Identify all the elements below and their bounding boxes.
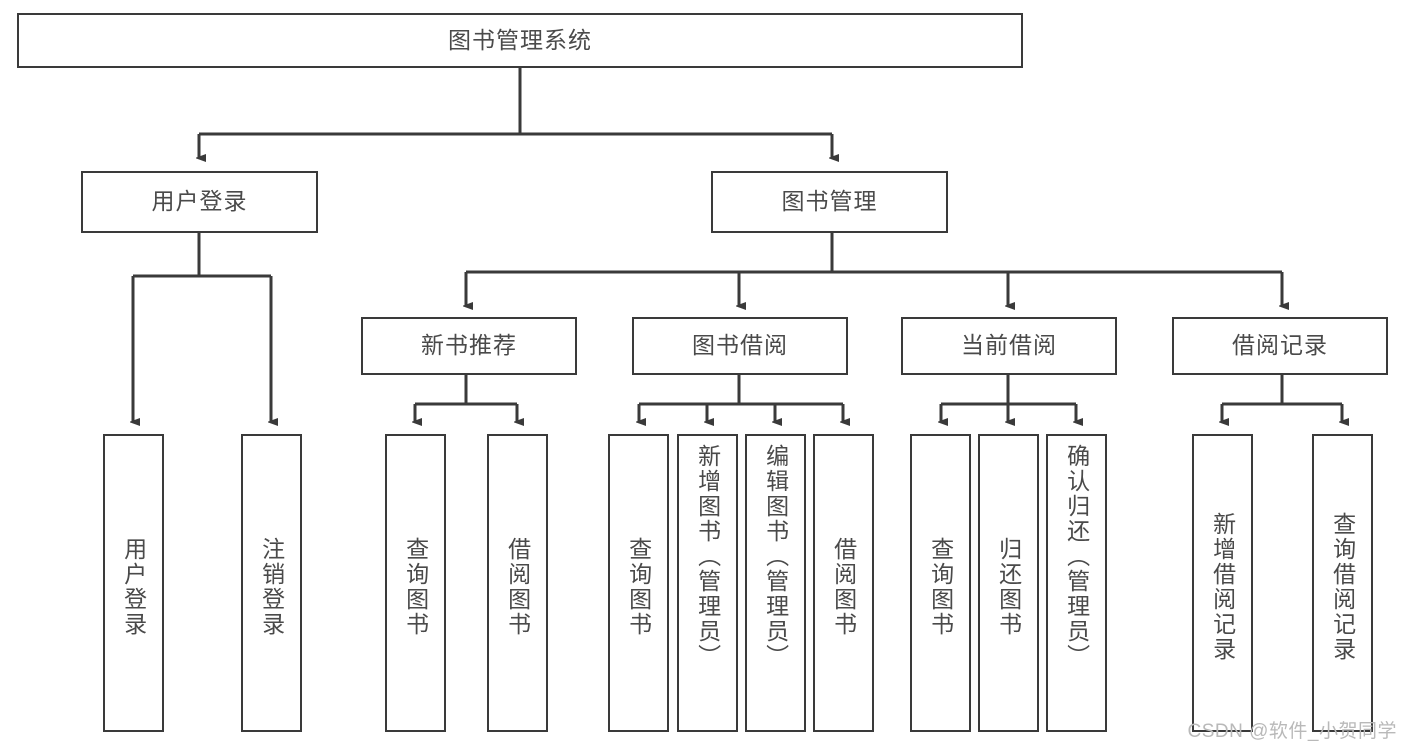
node-label: 查询图书	[927, 537, 954, 637]
leaf-logout[interactable]: 注销登录	[241, 434, 302, 732]
node-label: 图书管理	[781, 188, 878, 215]
node-label: 归还图书	[995, 537, 1022, 637]
node-book-management[interactable]: 图书管理	[711, 171, 948, 233]
leaf-return-books[interactable]: 归还图书	[978, 434, 1039, 732]
node-borrow-records[interactable]: 借阅记录	[1172, 317, 1388, 375]
leaf-query-borrow-record[interactable]: 查询借阅记录	[1312, 434, 1373, 732]
leaf-edit-book-admin[interactable]: 编辑图书（管理员）	[745, 434, 806, 732]
node-book-borrow[interactable]: 图书借阅	[632, 317, 848, 375]
leaf-query-books-current[interactable]: 查询图书	[910, 434, 971, 732]
node-label: 借阅图书	[504, 537, 531, 637]
node-label: 用户登录	[151, 188, 248, 215]
node-label: 图书管理系统	[448, 26, 592, 53]
node-label: 查询图书	[625, 537, 652, 637]
node-label: 编辑图书（管理员）	[762, 444, 789, 669]
node-label: 当前借阅	[961, 332, 1057, 359]
node-user-login[interactable]: 用户登录	[81, 171, 318, 233]
leaf-borrow-books[interactable]: 借阅图书	[813, 434, 874, 732]
leaf-add-book-admin[interactable]: 新增图书（管理员）	[677, 434, 738, 732]
node-label: 确认归还（管理员）	[1063, 444, 1090, 669]
node-label: 用户登录	[120, 537, 147, 637]
node-label: 借阅图书	[830, 537, 857, 637]
node-label: 图书借阅	[692, 332, 788, 359]
leaf-query-books-borrow[interactable]: 查询图书	[608, 434, 669, 732]
node-label: 新增借阅记录	[1209, 512, 1236, 662]
leaf-user-login[interactable]: 用户登录	[103, 434, 164, 732]
node-root-system[interactable]: 图书管理系统	[17, 13, 1023, 68]
leaf-query-books-recommend[interactable]: 查询图书	[385, 434, 446, 732]
node-label: 查询借阅记录	[1329, 512, 1356, 662]
node-current-borrow[interactable]: 当前借阅	[901, 317, 1117, 375]
leaf-confirm-return-admin[interactable]: 确认归还（管理员）	[1046, 434, 1107, 732]
node-new-book-recommend[interactable]: 新书推荐	[361, 317, 577, 375]
csdn-watermark: CSDN @软件_小贺同学	[1187, 721, 1397, 742]
leaf-add-borrow-record[interactable]: 新增借阅记录	[1192, 434, 1253, 732]
node-label: 查询图书	[402, 537, 429, 637]
node-label: 注销登录	[258, 537, 285, 637]
node-label: 借阅记录	[1232, 332, 1328, 359]
node-label: 新书推荐	[421, 332, 517, 359]
node-label: 新增图书（管理员）	[694, 444, 721, 669]
leaf-borrow-books-recommend[interactable]: 借阅图书	[487, 434, 548, 732]
